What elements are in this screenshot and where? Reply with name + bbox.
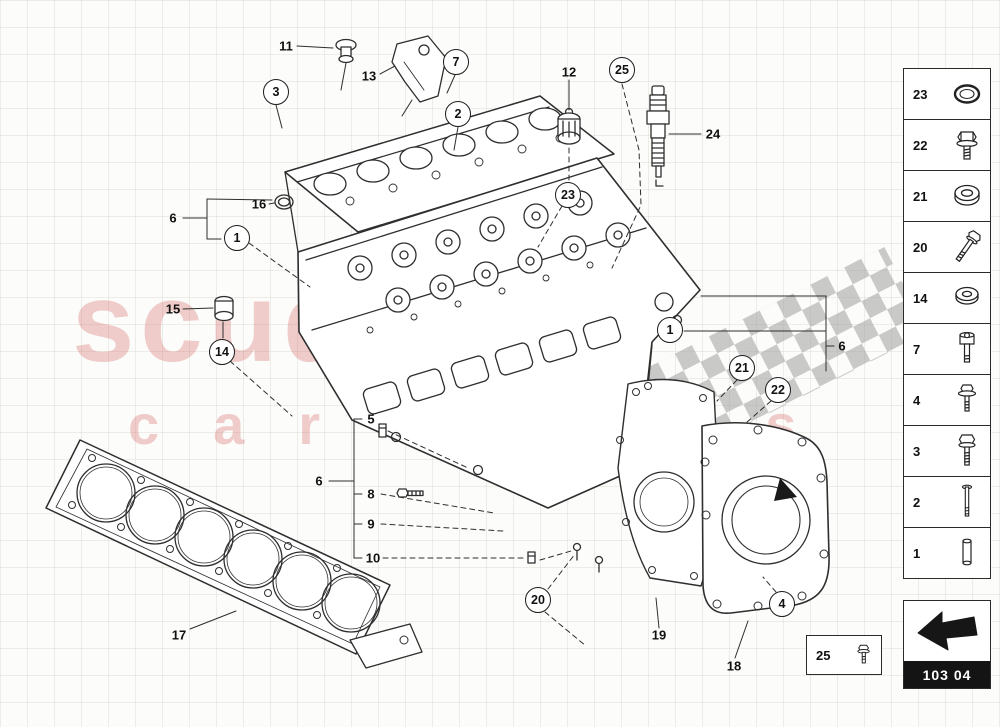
flange-bolt-icon bbox=[943, 431, 990, 471]
sidebar-item-20[interactable]: 20 bbox=[903, 221, 991, 273]
callout-1-left[interactable]: 1 bbox=[224, 225, 250, 251]
label-18[interactable]: 18 bbox=[726, 658, 742, 674]
cylinder-head bbox=[297, 157, 701, 509]
sidebar-item-number: 22 bbox=[913, 137, 928, 153]
o-ring-part bbox=[274, 194, 294, 210]
pin bbox=[378, 423, 387, 438]
label-5[interactable]: 5 bbox=[367, 411, 375, 427]
screw-icon bbox=[943, 380, 990, 420]
timing-cover bbox=[700, 421, 830, 614]
sidebar-item-23[interactable]: 23 bbox=[903, 68, 991, 120]
callout-2[interactable]: 2 bbox=[445, 101, 471, 127]
label-6-right[interactable]: 6 bbox=[838, 338, 846, 354]
cover-emblem bbox=[774, 478, 797, 501]
callout-14[interactable]: 14 bbox=[209, 339, 235, 365]
sidebar-item-number: 3 bbox=[913, 443, 921, 459]
label-8[interactable]: 8 bbox=[367, 486, 375, 502]
label-9[interactable]: 9 bbox=[367, 516, 375, 532]
seal-washer-icon bbox=[943, 278, 990, 318]
bracket bbox=[391, 35, 447, 103]
label-24[interactable]: 24 bbox=[705, 126, 721, 142]
label-15[interactable]: 15 bbox=[165, 301, 181, 317]
o-ring-icon bbox=[943, 74, 990, 114]
long-bolt-icon bbox=[943, 227, 990, 267]
label-11[interactable]: 11 bbox=[279, 38, 293, 54]
small-screw-icon bbox=[846, 639, 881, 671]
legend-item-number: 25 bbox=[816, 647, 831, 663]
stud-bolt-icon bbox=[943, 482, 990, 522]
label-16[interactable]: 16 bbox=[251, 196, 267, 212]
callout-25[interactable]: 25 bbox=[609, 57, 635, 83]
sensor bbox=[557, 107, 581, 145]
legend-item-25[interactable]: 25 bbox=[806, 635, 882, 675]
sidebar-item-number: 4 bbox=[913, 392, 921, 408]
small-parts bbox=[214, 35, 604, 573]
callout-7[interactable]: 7 bbox=[443, 49, 469, 75]
dowel-studs bbox=[572, 542, 604, 573]
head-gasket bbox=[45, 439, 423, 669]
sidebar-item-number: 1 bbox=[913, 545, 921, 561]
dowel-pin-icon bbox=[943, 533, 990, 573]
sidebar-item-number: 2 bbox=[913, 494, 921, 510]
sidebar-item-22[interactable]: 22 bbox=[903, 119, 991, 171]
sidebar-item-2[interactable]: 2 bbox=[903, 476, 991, 528]
label-6-left[interactable]: 6 bbox=[169, 210, 177, 226]
stud bbox=[527, 551, 536, 564]
small-bolt bbox=[396, 488, 424, 498]
callout-23[interactable]: 23 bbox=[555, 182, 581, 208]
sidebar-item-21[interactable]: 21 bbox=[903, 170, 991, 222]
label-6-mid[interactable]: 6 bbox=[315, 473, 323, 489]
leader-lines bbox=[182, 45, 835, 659]
label-13[interactable]: 13 bbox=[361, 68, 377, 84]
sidebar-item-number: 14 bbox=[913, 290, 928, 306]
sidebar-item-14[interactable]: 14 bbox=[903, 272, 991, 324]
section-code: 103 04 bbox=[904, 661, 990, 688]
sidebar-item-number: 20 bbox=[913, 239, 928, 255]
callout-4[interactable]: 4 bbox=[769, 591, 795, 617]
socket-head-bolt-icon bbox=[943, 329, 990, 369]
sidebar-item-7[interactable]: 7 bbox=[903, 323, 991, 375]
label-10[interactable]: 10 bbox=[365, 550, 381, 566]
back-arrow-icon[interactable] bbox=[904, 601, 990, 661]
sidebar-item-3[interactable]: 3 bbox=[903, 425, 991, 477]
callout-3[interactable]: 3 bbox=[263, 79, 289, 105]
fastener-legend: 23 22 21 20 bbox=[903, 68, 991, 579]
sidebar-item-number: 23 bbox=[913, 86, 928, 102]
label-12[interactable]: 12 bbox=[561, 64, 577, 80]
label-19[interactable]: 19 bbox=[651, 627, 667, 643]
callout-1-right[interactable]: 1 bbox=[657, 317, 683, 343]
spark-plug bbox=[646, 85, 670, 187]
hex-flange-bolt-icon bbox=[943, 125, 990, 165]
sidebar-item-1[interactable]: 1 bbox=[903, 527, 991, 579]
callout-22[interactable]: 22 bbox=[765, 377, 791, 403]
callout-21[interactable]: 21 bbox=[729, 355, 755, 381]
callout-20[interactable]: 20 bbox=[525, 587, 551, 613]
sidebar-item-number: 7 bbox=[913, 341, 921, 357]
sidebar-item-number: 21 bbox=[913, 188, 928, 204]
washer-icon bbox=[943, 176, 990, 216]
oil-cap bbox=[335, 38, 357, 64]
section-nav-box[interactable]: 103 04 bbox=[903, 600, 991, 689]
core-plug bbox=[214, 295, 234, 322]
label-17[interactable]: 17 bbox=[171, 627, 187, 643]
sidebar-item-4[interactable]: 4 bbox=[903, 374, 991, 426]
